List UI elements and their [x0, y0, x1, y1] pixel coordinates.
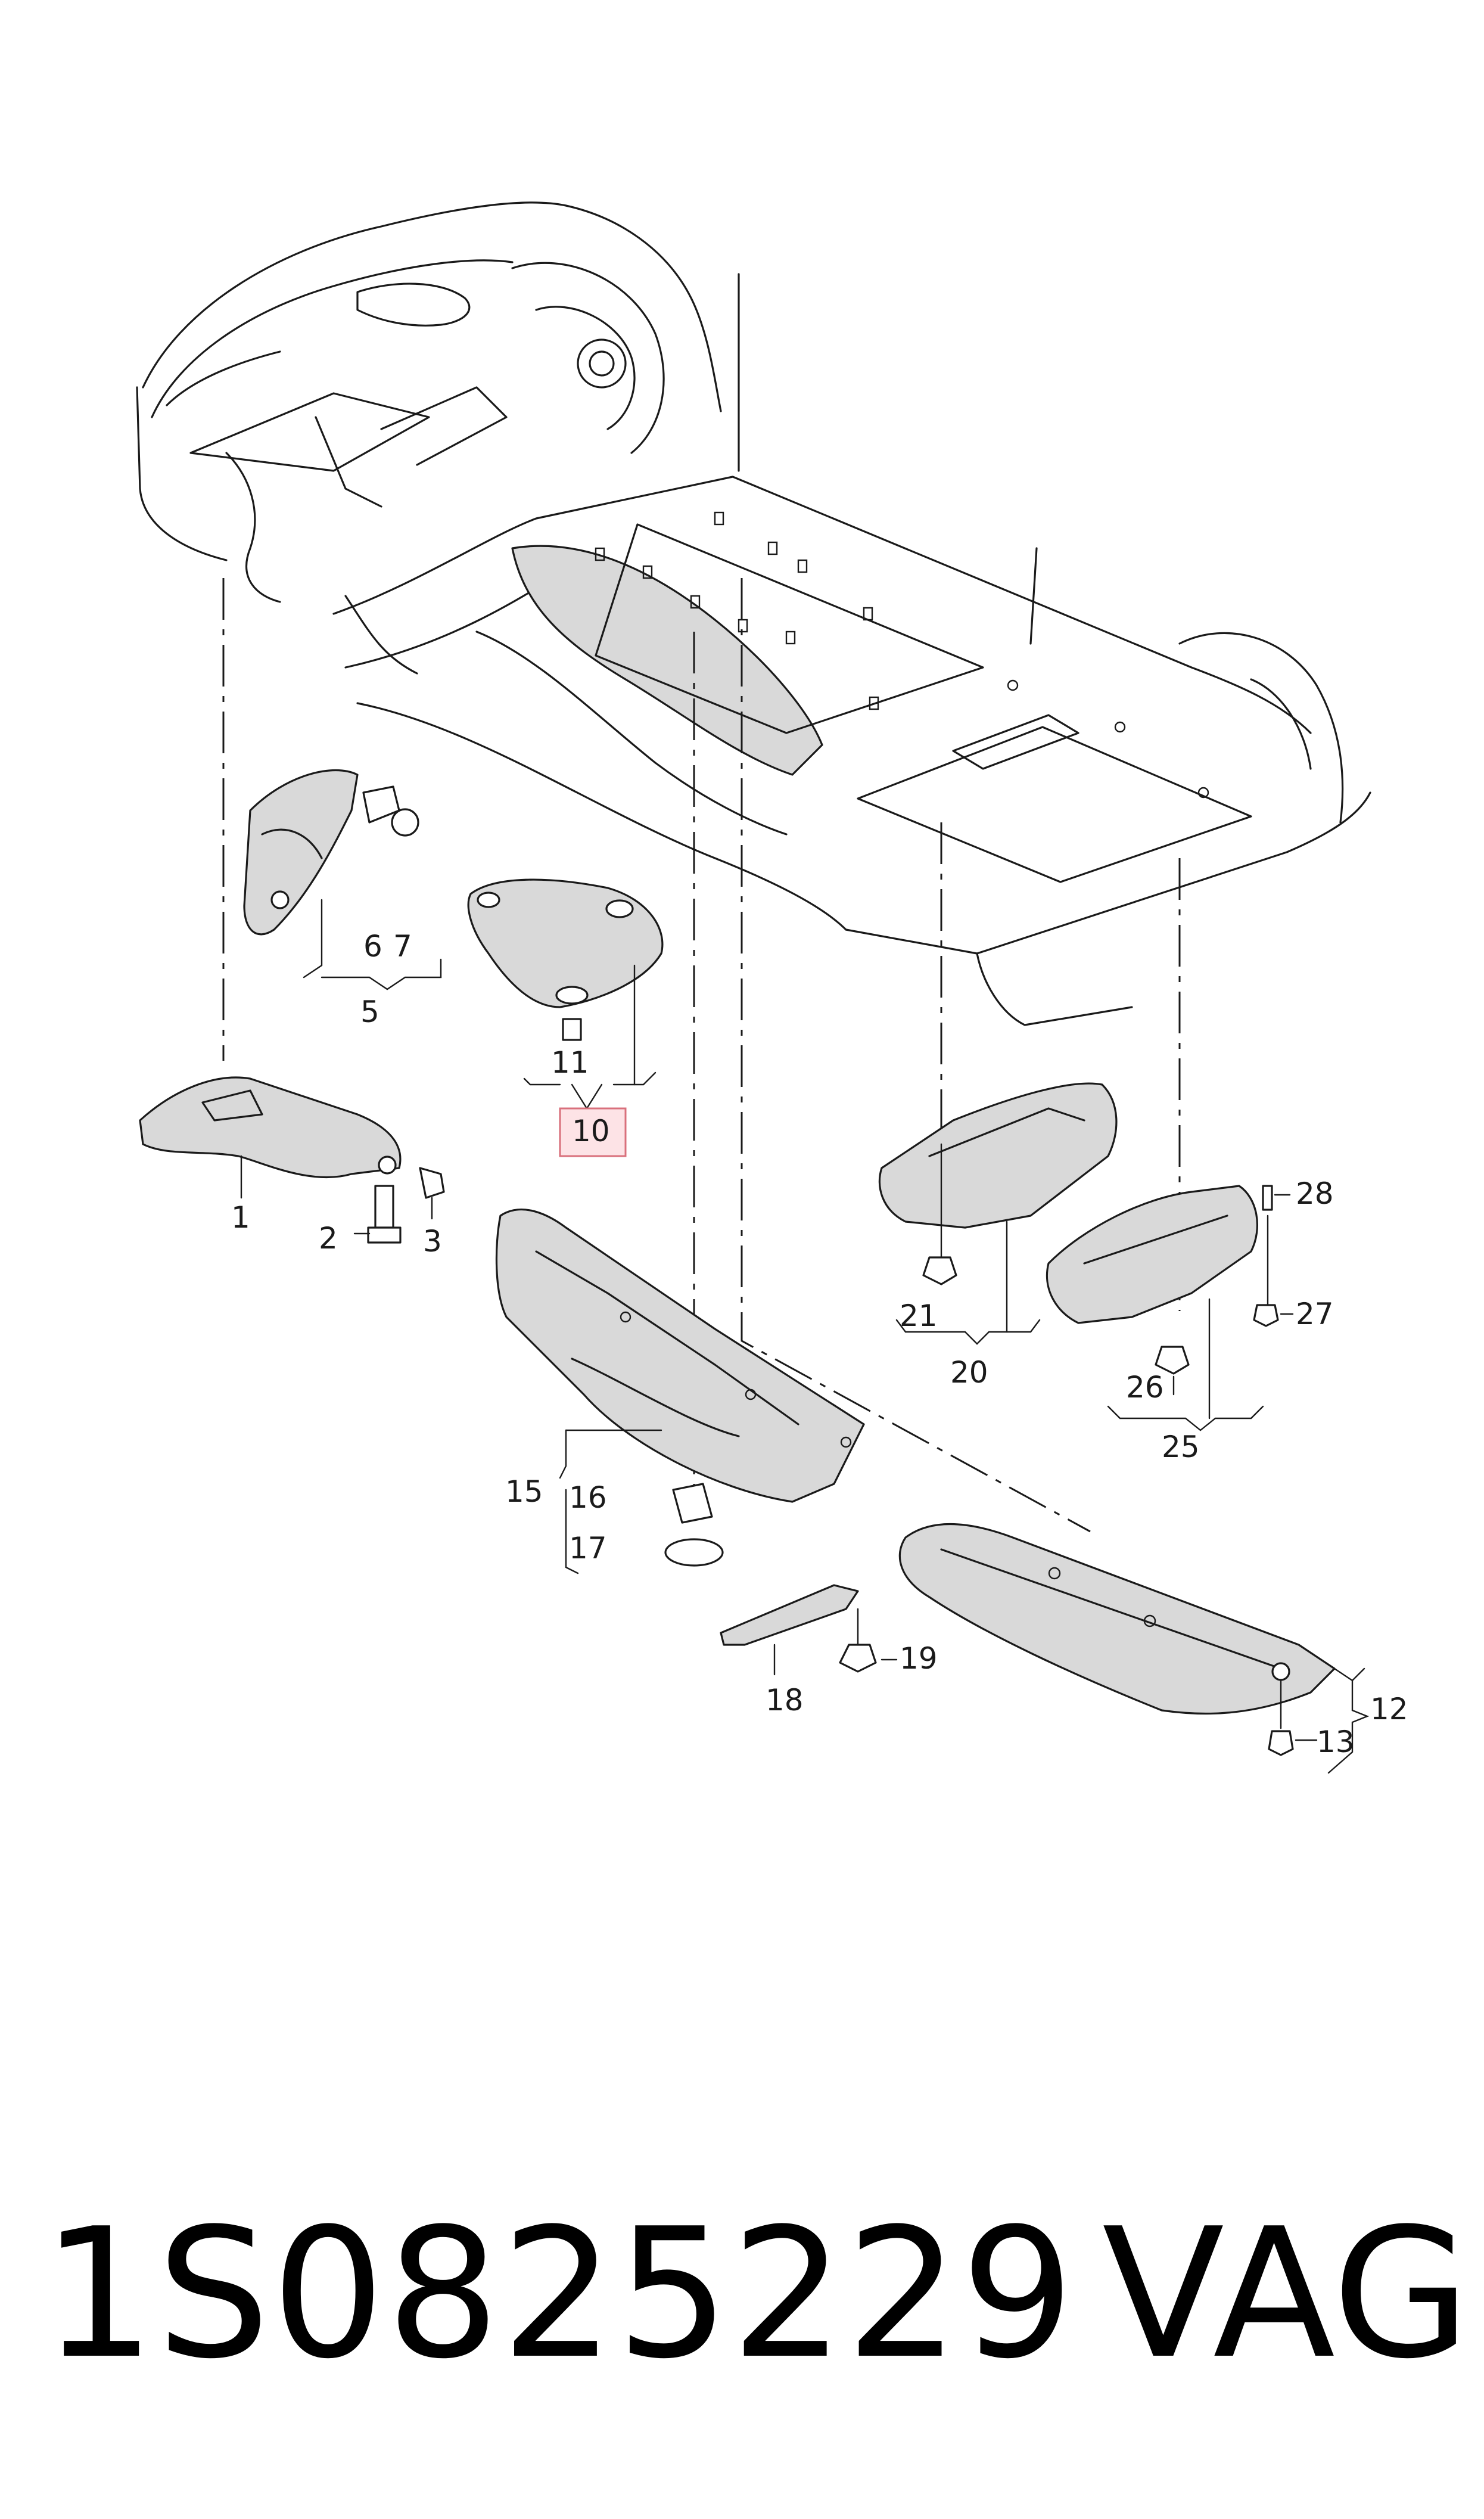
callout-7: 7	[393, 929, 412, 964]
car-underbody	[136, 201, 1371, 1026]
brand-name: VAG	[1102, 2190, 1471, 2398]
callout-6: 6	[363, 929, 382, 964]
callout-10-highlight	[559, 1107, 627, 1157]
callout-19: 19	[900, 1641, 938, 1676]
callout-16: 16	[569, 1480, 607, 1515]
callout-18: 18	[766, 1683, 804, 1717]
part-20-rear-shield	[878, 1082, 1118, 1345]
callout-13: 13	[1317, 1725, 1355, 1759]
callout-5: 5	[360, 995, 379, 1029]
part-1-front-shield	[139, 1076, 445, 1244]
callout-20: 20	[950, 1355, 988, 1390]
callout-10: 10	[572, 1114, 610, 1148]
callout-25: 25	[1162, 1430, 1200, 1464]
callout-26: 26	[1126, 1370, 1164, 1405]
part-number: 1S0825229	[42, 2190, 1076, 2398]
callout-17: 17	[569, 1531, 607, 1566]
callout-21: 21	[900, 1299, 938, 1333]
part-25-rear-shield	[1046, 1185, 1294, 1431]
callout-28: 28	[1296, 1176, 1334, 1211]
callout-3: 3	[423, 1224, 442, 1259]
callout-27: 27	[1296, 1297, 1334, 1331]
assembly-lines	[222, 578, 1181, 1533]
part-15-tunnel-shield	[495, 1209, 865, 1574]
callout-1: 1	[231, 1200, 250, 1235]
callout-2: 2	[319, 1221, 338, 1256]
part-18-bracket	[720, 1584, 898, 1676]
callout-11: 11	[551, 1045, 589, 1080]
callout-12: 12	[1370, 1692, 1408, 1726]
part-12-rear-shield	[898, 1523, 1370, 1774]
callout-labels: 1 2 3 5 6 7 10 11 12 13 15 16 17 18 19 2…	[231, 929, 1408, 1759]
part-5-heat-shield	[243, 769, 442, 990]
part-10-heat-shield	[467, 878, 664, 1110]
callout-15: 15	[505, 1474, 543, 1509]
